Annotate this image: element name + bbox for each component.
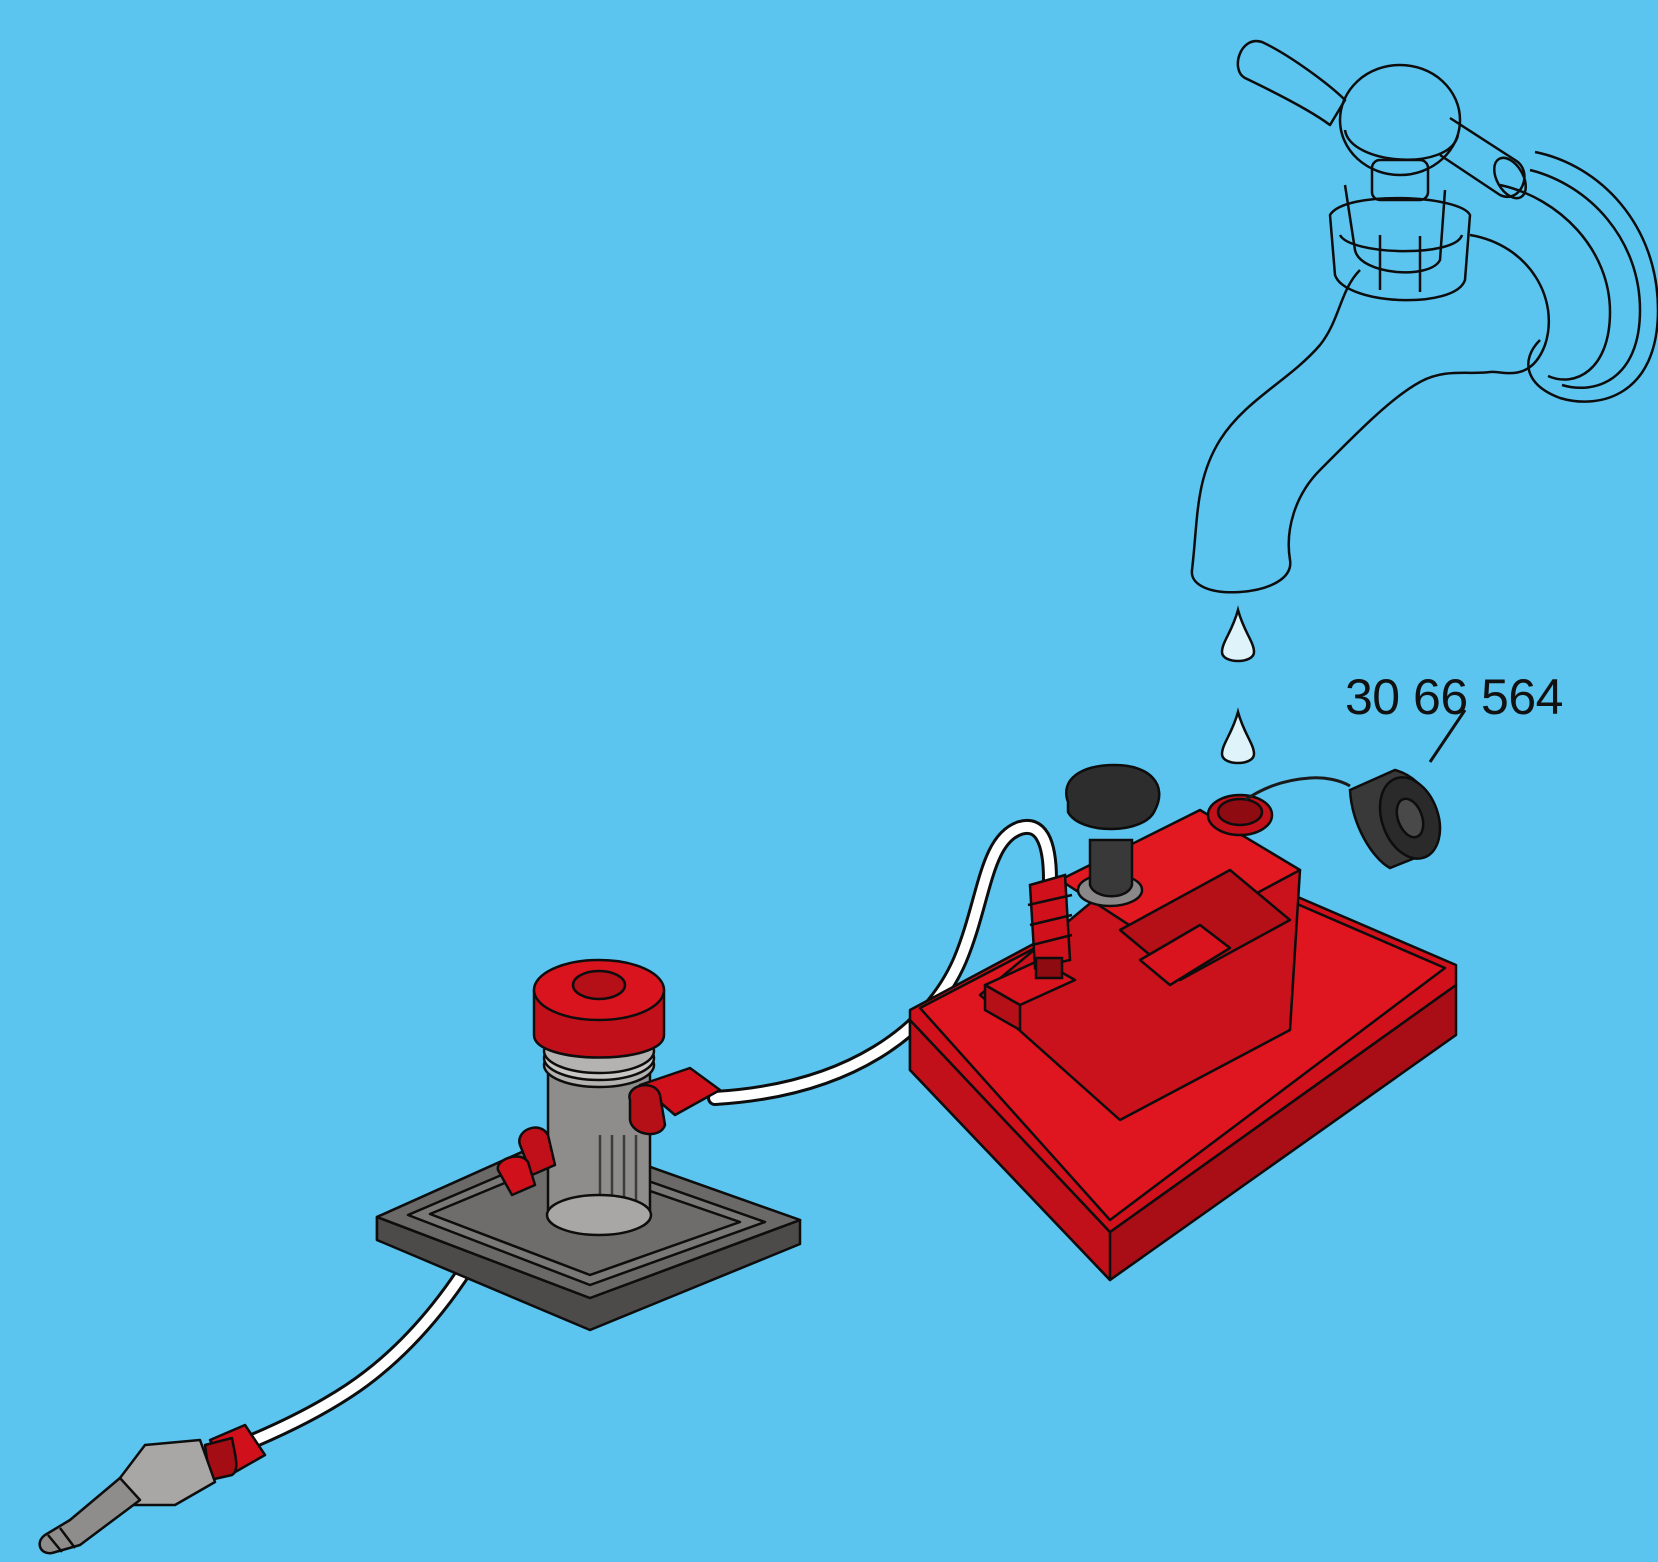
pump-icon (496, 958, 722, 1237)
callout-leader-line (1428, 709, 1467, 763)
stopper-icon (1244, 768, 1442, 870)
water-drop-icon (1220, 605, 1256, 765)
part-number-label: 30 66 564 (1345, 669, 1563, 725)
water-tap-icon (1190, 39, 1658, 594)
knob (1065, 763, 1161, 908)
inlet-fitting (1027, 873, 1073, 980)
nozzle-icon (38, 1423, 267, 1555)
